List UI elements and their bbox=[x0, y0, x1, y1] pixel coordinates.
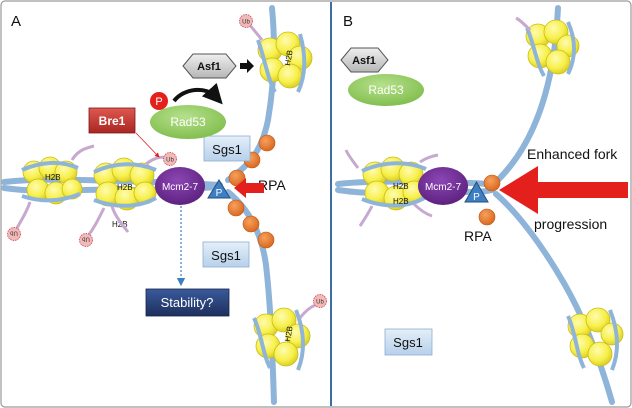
h2b-label-a5: H2B bbox=[283, 325, 295, 342]
bre1-arrow bbox=[135, 132, 160, 158]
svg-text:Ub: Ub bbox=[82, 236, 90, 242]
sgs1-box-a-top bbox=[203, 135, 251, 162]
rad53-b bbox=[348, 74, 424, 106]
enhanced-fork-label-1: Enhanced fork bbox=[527, 146, 618, 162]
ub-marker: Ub bbox=[163, 152, 177, 166]
ub-marker: Ub bbox=[313, 294, 327, 308]
rad53-a bbox=[150, 105, 226, 139]
svg-text:Ub: Ub bbox=[10, 230, 18, 236]
sgs1-box-b bbox=[384, 328, 433, 356]
nucleosome-a-top: H2B bbox=[244, 19, 313, 94]
svg-text:Ub: Ub bbox=[242, 20, 250, 26]
stability-label: Stability? bbox=[161, 295, 214, 310]
sgs1-label-a-bottom: Sgs1 bbox=[211, 248, 241, 263]
red-arrow-a bbox=[234, 178, 264, 198]
phospho-label-a: P bbox=[216, 188, 223, 199]
block-arrow-asf1 bbox=[240, 59, 254, 73]
panel-label-a: A bbox=[11, 13, 21, 30]
phospho-triangle-b bbox=[464, 180, 489, 203]
svg-text:Ub: Ub bbox=[316, 300, 324, 306]
rpa-label-b: RPA bbox=[464, 228, 492, 244]
sgs1-box-a-bottom bbox=[202, 241, 250, 268]
rpa-bead-b-top bbox=[483, 174, 501, 192]
asf1-label-b: Asf1 bbox=[352, 55, 376, 67]
h2b-label-a3: H2B bbox=[112, 220, 128, 229]
rpa-bead-b-bottom bbox=[478, 208, 496, 226]
sgs1-label-b: Sgs1 bbox=[393, 335, 423, 350]
mcm-helicase-a bbox=[155, 167, 205, 205]
rpa-beads-a bbox=[227, 134, 276, 249]
asf1-hexagon-a bbox=[182, 53, 237, 79]
h2b-label-b2: H2B bbox=[393, 197, 409, 206]
bre1-box bbox=[88, 107, 136, 134]
ub-markers-a: Ub Ub Ub Ub Ub bbox=[7, 14, 327, 308]
panel-label-b: B bbox=[343, 13, 353, 30]
ub-marker: Ub bbox=[79, 233, 93, 247]
ub-marker: Ub bbox=[239, 14, 253, 28]
mcm-helicase-b bbox=[418, 167, 468, 205]
nucleosome-b-top bbox=[515, 16, 580, 77]
phospho-triangle-a bbox=[207, 179, 231, 199]
ub-marker: Ub bbox=[7, 227, 21, 241]
rad53-label-b: Rad53 bbox=[368, 83, 404, 97]
asf1-hexagon-b bbox=[340, 47, 389, 73]
h2b-label-b1: H2B bbox=[393, 182, 409, 191]
mcm-label-b: Mcm2-7 bbox=[425, 182, 462, 193]
rad53-label-a: Rad53 bbox=[170, 115, 206, 129]
nucleosome-b-bottom bbox=[566, 307, 624, 371]
h2b-label-a2: H2B bbox=[117, 183, 133, 192]
h2b-label-a4: H2B bbox=[283, 49, 295, 66]
rpa-bead bbox=[227, 199, 245, 217]
curved-arrow-rad53-asf1 bbox=[172, 82, 223, 105]
asf1-label-a: Asf1 bbox=[197, 61, 221, 73]
svg-text:Ub: Ub bbox=[166, 158, 174, 164]
phospho-circle-label: P bbox=[155, 96, 162, 108]
stability-box bbox=[145, 288, 230, 317]
phospho-label-b: P bbox=[473, 192, 480, 203]
nucleosome-a-middle: H2B H2B bbox=[86, 155, 169, 237]
rpa-bead bbox=[258, 134, 276, 152]
enhanced-fork-label-2: progression bbox=[534, 216, 607, 232]
bre1-label: Bre1 bbox=[99, 114, 126, 128]
rpa-label-a: RPA bbox=[258, 177, 286, 193]
rpa-bead bbox=[257, 231, 275, 249]
h2b-label-a1: H2B bbox=[45, 173, 61, 182]
sgs1-label-a-top: Sgs1 bbox=[212, 142, 242, 157]
phospho-circle bbox=[150, 92, 168, 110]
nucleosome-a-left: H2B bbox=[14, 144, 95, 231]
red-arrow-b bbox=[499, 166, 628, 214]
mcm-label-a: Mcm2-7 bbox=[162, 182, 199, 193]
nucleosome-a-bottom: H2B bbox=[252, 302, 319, 371]
rpa-bead bbox=[242, 215, 260, 233]
